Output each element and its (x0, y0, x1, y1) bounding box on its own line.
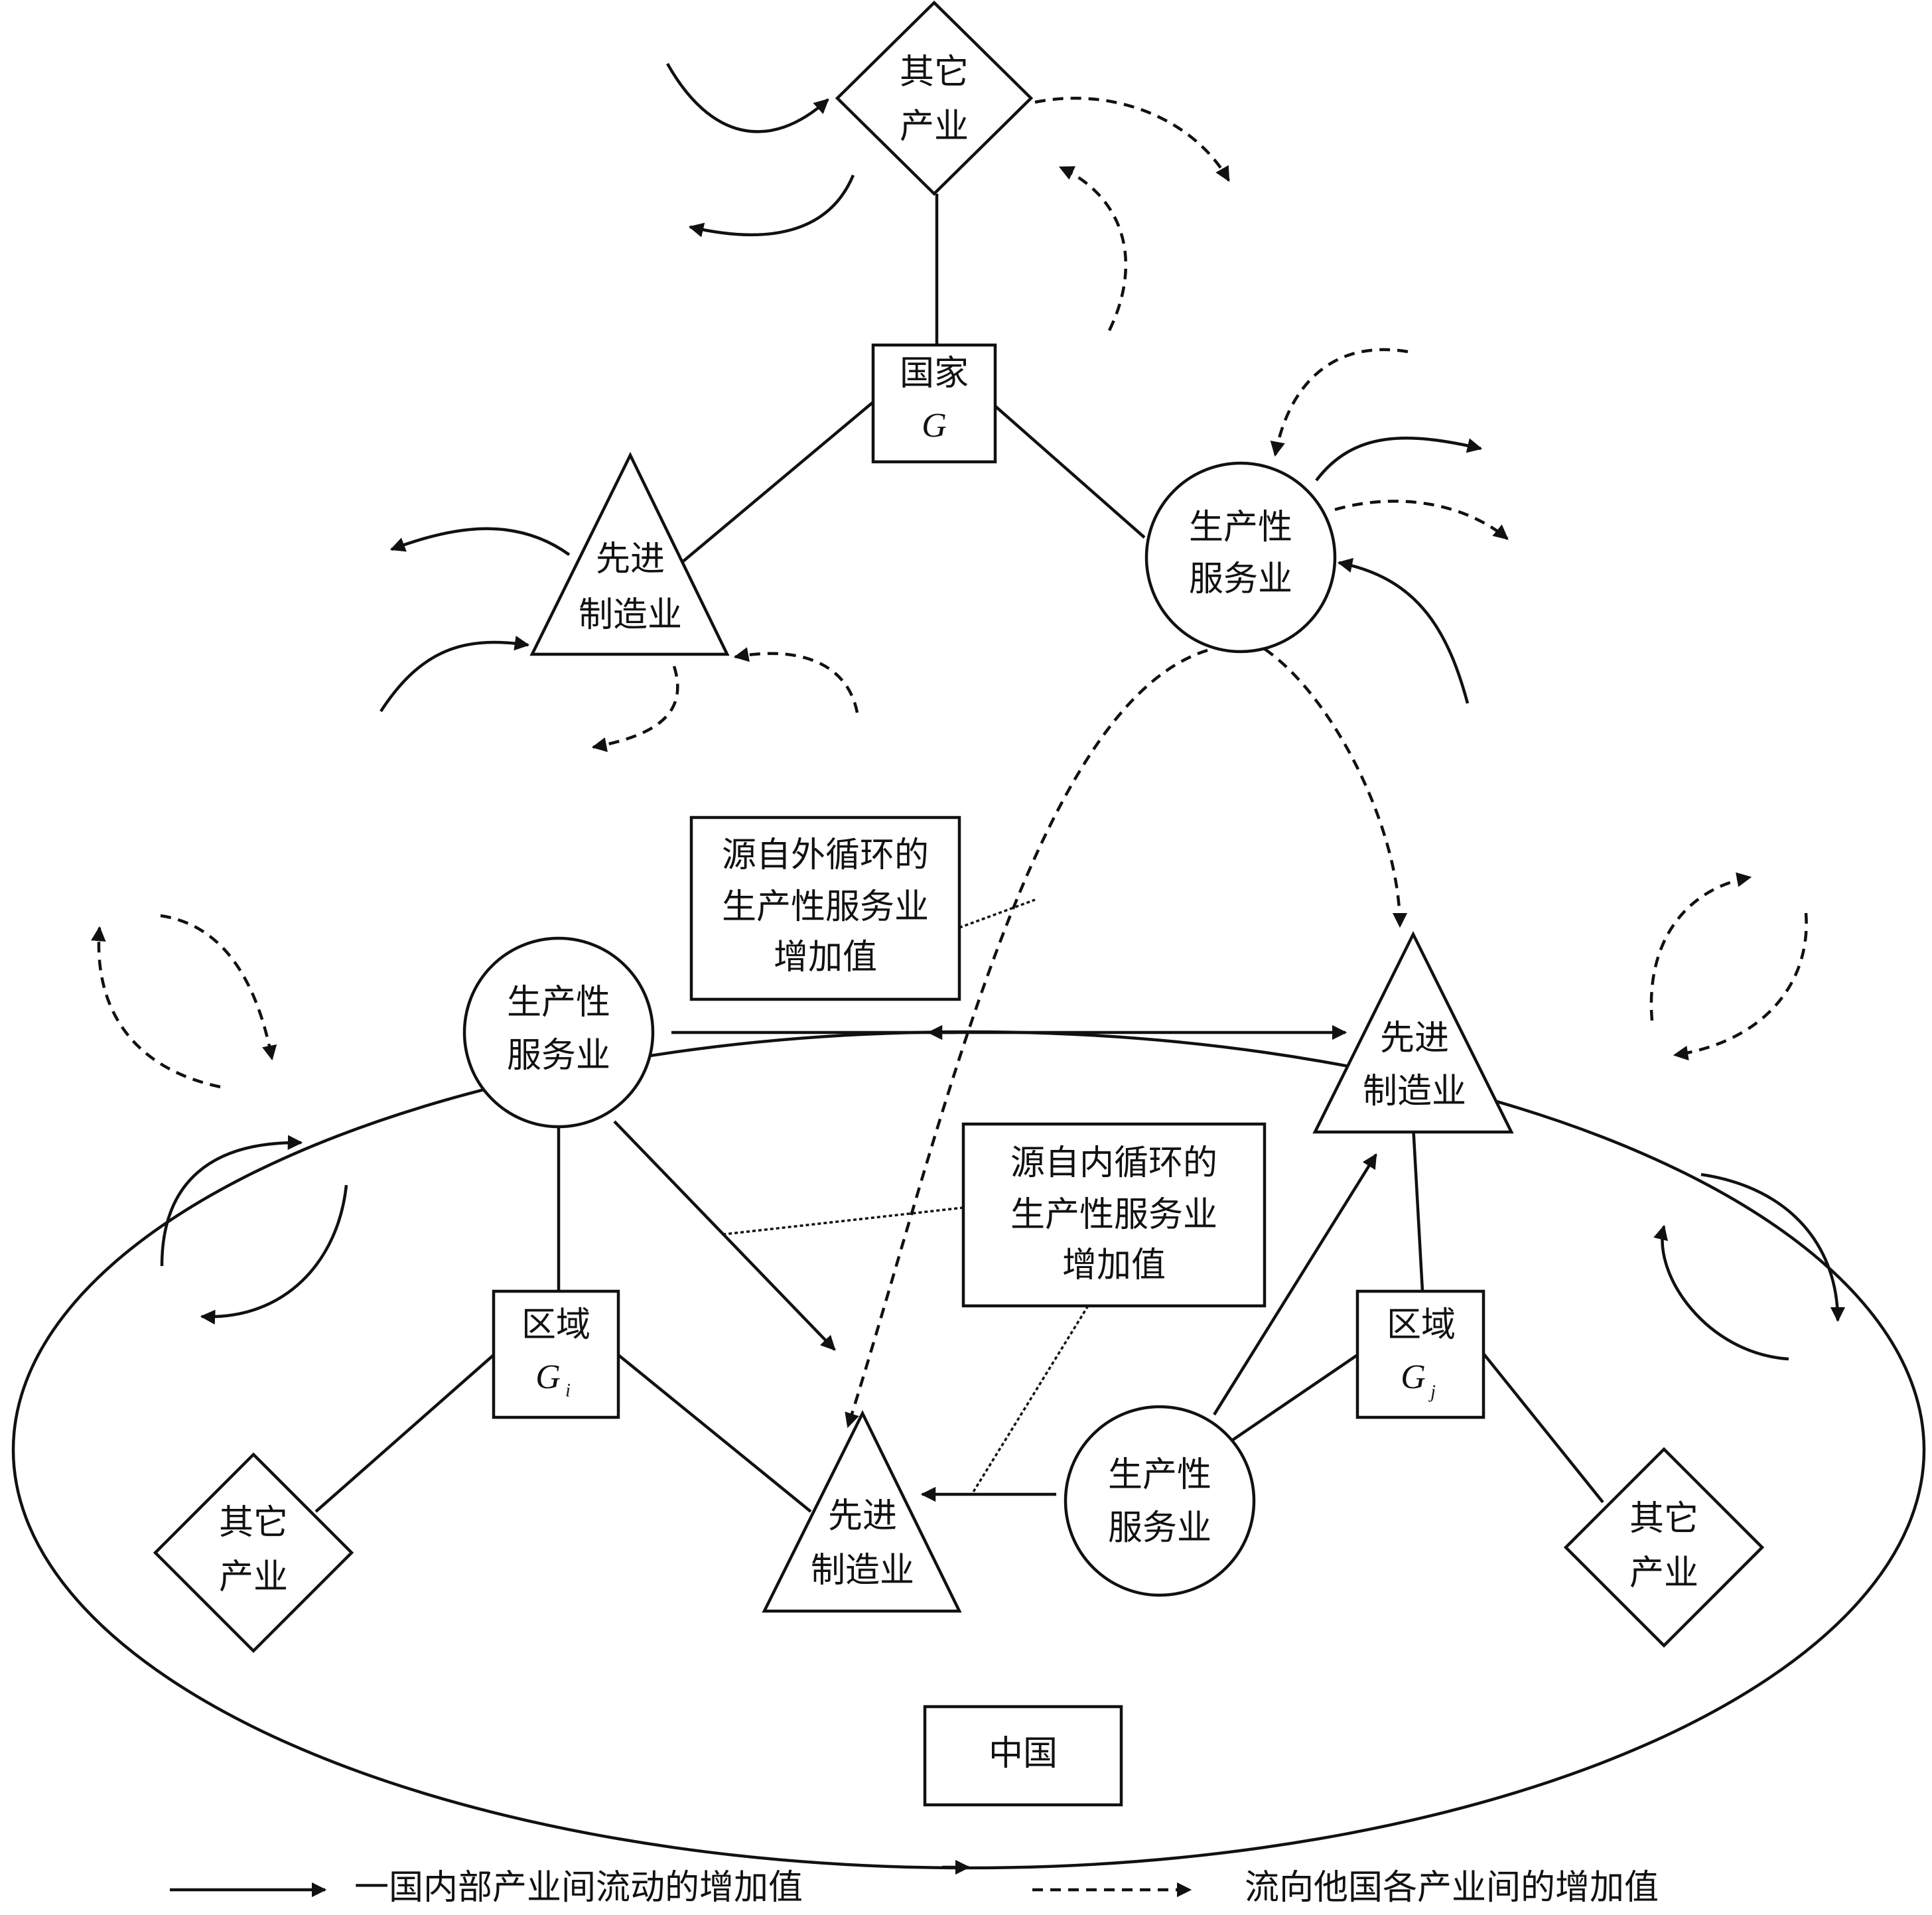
callout-line: 源自内循环的 (1010, 1143, 1217, 1183)
flow-dashed-curve (1334, 500, 1509, 540)
node-label: 服务业 (507, 1036, 610, 1076)
china-producer-services-right-node: 生产性 服务业 (1064, 1405, 1256, 1597)
legend-dashed-label: 流向他国各产业间的增加值 (1245, 1868, 1659, 1908)
country-node: 国家 G (871, 343, 997, 464)
flow-solid-curve (1337, 557, 1470, 704)
flow-solid-curve (666, 62, 829, 133)
node-label: 国家 (900, 354, 969, 393)
flow-solid-curve (200, 1184, 348, 1325)
node-label: 制造业 (811, 1551, 914, 1591)
flow-prod-svc-right-to-adv-mfg-right (1213, 1153, 1377, 1416)
flow-dashed-from-country-svc (1263, 648, 1408, 928)
flow-solid-curve (1653, 1224, 1789, 1361)
node-symbol: G (1401, 1358, 1426, 1396)
flow-dashed-curve (1673, 912, 1808, 1061)
callout-line: 增加值 (774, 938, 877, 977)
node-label: 其它 (1629, 1499, 1698, 1539)
node-label: 区域 (521, 1305, 590, 1345)
node-label: 产业 (900, 107, 969, 147)
link-region-j-other (1482, 1352, 1604, 1504)
flow-dashed-curve (91, 926, 221, 1089)
link-region-j-prod-svc (1231, 1354, 1359, 1441)
link-region-i-other (314, 1354, 495, 1513)
legend: 一国内部产业间流动的增加值 流向他国各产业间的增加值 (170, 1868, 1659, 1908)
node-label: 服务业 (1108, 1508, 1211, 1548)
node-symbol: G (922, 407, 947, 445)
flow-solid-curve (1700, 1172, 1846, 1322)
callout-external-circulation: 源自外循环的 生产性服务业 增加值 (689, 816, 961, 1001)
callout-internal-circulation: 源自内循环的 生产性服务业 增加值 (961, 1122, 1267, 1308)
china-advanced-manufacturing-center-node: 先进 制造业 (762, 1409, 962, 1613)
callout-line: 源自外循环的 (722, 835, 929, 875)
flow-dashed-curve (1270, 348, 1409, 457)
china-other-industry-right-node: 其它 产业 (1563, 1447, 1765, 1648)
node-label: 生产性 (507, 983, 610, 1023)
flow-dashed-curve (1034, 96, 1230, 182)
china-other-industry-left-node: 其它 产业 (153, 1452, 354, 1654)
link-country-adv-mfg (675, 401, 874, 568)
callout-internal-pointer (971, 1305, 1089, 1494)
china-advanced-manufacturing-right-node: 先进 制造业 (1312, 930, 1514, 1134)
node-label: 生产性 (1189, 508, 1292, 547)
callout-line: 增加值 (1062, 1245, 1166, 1285)
china-label-box: 中国 (923, 1705, 1123, 1807)
node-label: 其它 (219, 1503, 288, 1543)
node-label: 产业 (219, 1557, 288, 1597)
node-label: 制造业 (1363, 1072, 1466, 1111)
china-label: 中国 (989, 1734, 1058, 1774)
link-country-prod-svc (994, 405, 1146, 539)
callout-internal-pointer (724, 1206, 964, 1236)
flow-dashed-curve (591, 666, 679, 752)
flow-solid-curve (160, 1135, 303, 1267)
node-label: 区域 (1387, 1305, 1456, 1345)
callout-line: 生产性服务业 (722, 887, 929, 927)
country-other-industry-node: 其它 产业 (835, 0, 1034, 196)
region-i-node: 区域 G i (492, 1289, 620, 1419)
flow-solid-curve (389, 527, 571, 556)
country-advanced-manufacturing-node: 先进 制造业 (529, 451, 730, 656)
node-label: 其它 (900, 52, 969, 92)
node-label: 生产性 (1108, 1455, 1211, 1495)
region-j-node: 区域 G j (1355, 1289, 1485, 1419)
node-label: 产业 (1629, 1553, 1698, 1593)
flow-dashed-curve (733, 647, 859, 713)
link-region-j-adv-mfg (1411, 1125, 1424, 1292)
flow-solid-curve (688, 175, 855, 238)
country-producer-services-node: 生产性 服务业 (1144, 461, 1337, 654)
china-producer-services-left-node: 生产性 服务业 (462, 936, 655, 1129)
node-label: 先进 (596, 539, 665, 579)
node-label: 先进 (828, 1496, 897, 1536)
flow-dashed-curve (160, 914, 277, 1061)
flow-dashed-curve (1058, 165, 1128, 331)
callout-line: 生产性服务业 (1010, 1195, 1217, 1235)
flow-solid-curve (1315, 437, 1483, 482)
flow-solid-curve (380, 636, 530, 713)
node-subscript: i (565, 1380, 571, 1401)
node-subscript: j (1428, 1382, 1436, 1402)
node-label: 制造业 (579, 595, 682, 635)
node-label: 服务业 (1189, 559, 1292, 599)
legend-solid-label: 一国内部产业间流动的增加值 (354, 1868, 803, 1908)
flow-prod-svc-to-adv-mfg-center (613, 1120, 836, 1351)
link-region-i-adv-mfg (617, 1354, 812, 1513)
node-label: 先进 (1380, 1019, 1449, 1058)
node-symbol: G (535, 1358, 561, 1396)
flow-dashed-curve (1649, 872, 1752, 1021)
callout-external-pointer (959, 898, 1036, 929)
